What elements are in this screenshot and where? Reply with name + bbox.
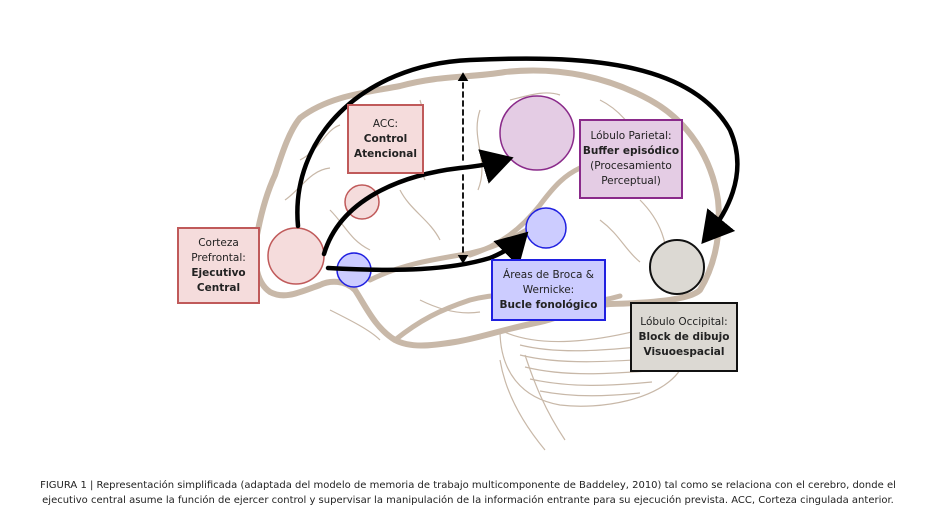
prefrontal-label-bold2: Central (196, 281, 241, 294)
broca-wernicke-label-box: Áreas de Broca & Wernicke: Bucle fonológ… (491, 259, 606, 321)
caption-line1: FIGURA 1 | Representación simplificada (… (40, 480, 896, 491)
wernicke-circle (525, 207, 567, 249)
occipital-label-bold2: Visuoespacial (643, 345, 725, 358)
arrow-prefrontal-to-parietal (321, 149, 514, 257)
broca-label-line2: Wernicke: (522, 283, 575, 296)
broca-label-bold1: Bucle fonológico (499, 298, 598, 311)
parietal-label-line1: Lóbulo Parietal: (590, 130, 672, 142)
occipital-label-bold1: Block de dibujo (638, 330, 730, 343)
brainstem (499, 354, 566, 451)
parietal-label-line3: Perceptual) (601, 175, 661, 187)
prefrontal-label-box: Corteza Prefrontal: Ejecutivo Central (177, 227, 260, 304)
acc-label-box: ACC: Control Atencional (347, 104, 424, 174)
parietal-label-bold1: Buffer episódico (582, 145, 680, 157)
parietal-label-box: Lóbulo Parietal: Buffer episódico (Proce… (579, 119, 683, 199)
broca-label-line1: Áreas de Broca & (503, 268, 594, 281)
prefrontal-label-bold1: Ejecutivo (191, 266, 246, 279)
parietal-label-line2: (Procesamiento (590, 160, 672, 172)
connection-arrows (295, 56, 740, 273)
caption-line2: ejecutivo central asume la función de ej… (42, 495, 894, 506)
prefrontal-circle (267, 227, 325, 285)
acc-label-bold1: Control (363, 132, 408, 145)
figure-caption: FIGURA 1 | Representación simplificada (… (0, 478, 936, 508)
occipital-label-line1: Lóbulo Occipital: (640, 315, 728, 328)
acc-label-line1: ACC: (372, 117, 399, 130)
gyri-lines (284, 92, 667, 341)
central-sulcus (467, 165, 583, 258)
parietal-circle (499, 95, 575, 171)
occipital-label-box: Lóbulo Occipital: Block de dibujo Visuoe… (630, 302, 738, 372)
prefrontal-label-line2: Prefrontal: (191, 251, 246, 264)
arrow-prefrontal-to-broca (325, 231, 529, 273)
occipital-circle (649, 239, 705, 295)
arrow-prefrontal-to-occipital (295, 56, 740, 244)
brain-diagram (252, 56, 740, 451)
acc-label-bold2: Atencional (354, 147, 417, 160)
prefrontal-label-line1: Corteza (198, 236, 239, 249)
